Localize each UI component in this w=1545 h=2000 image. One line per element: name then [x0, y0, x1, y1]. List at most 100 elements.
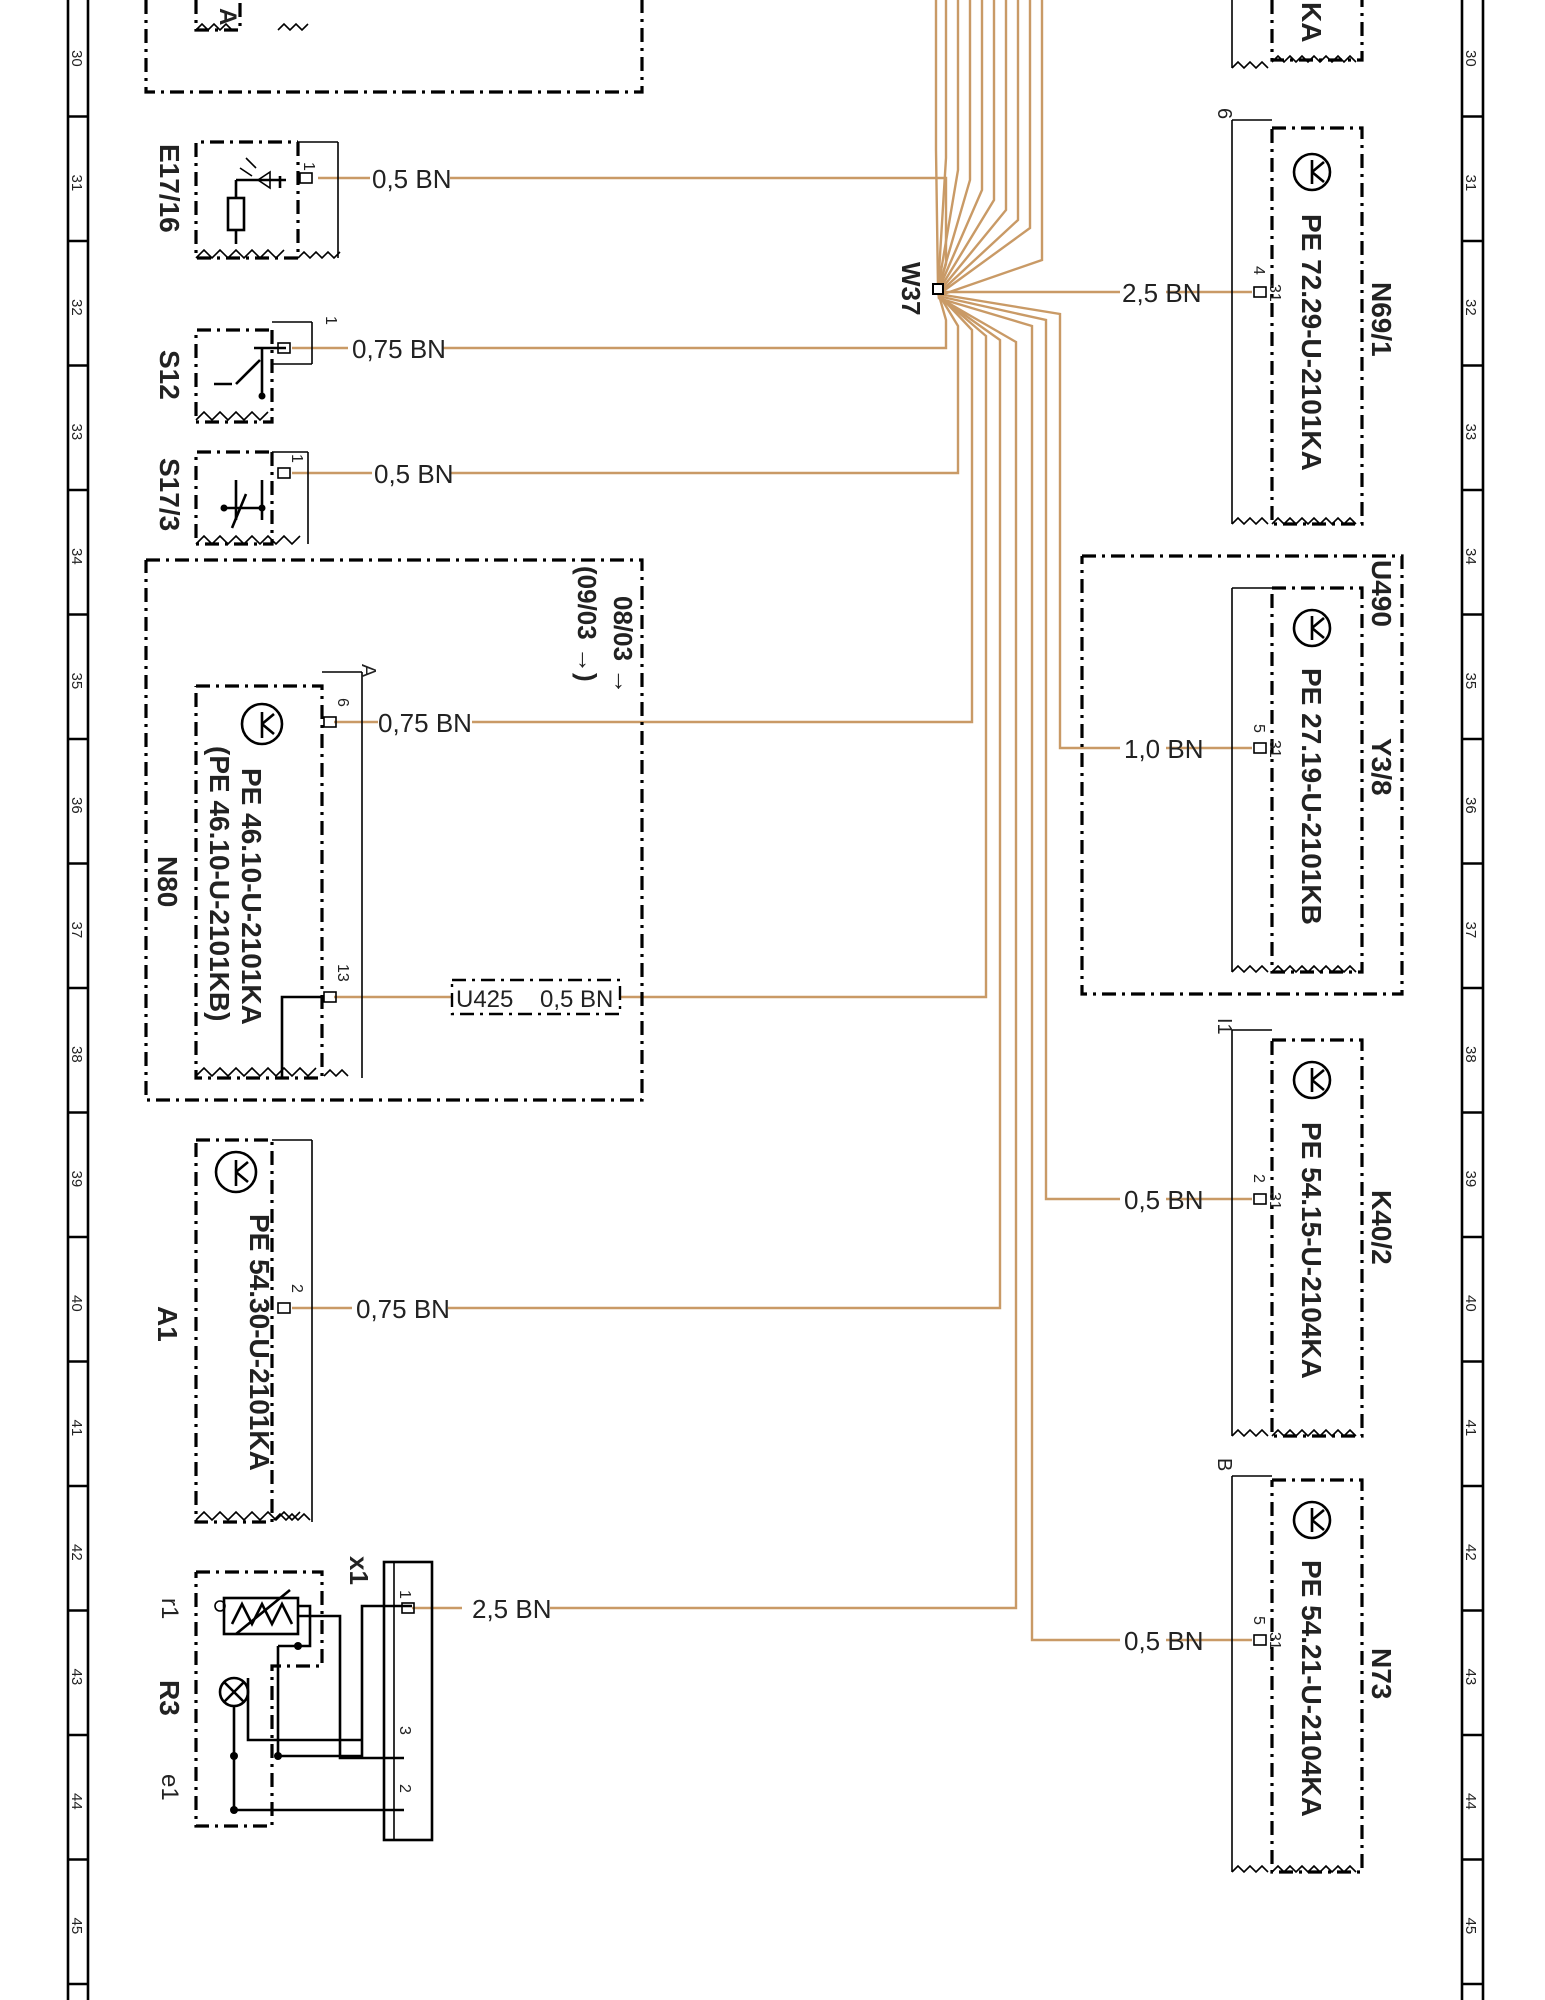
wire-bundle [934, 0, 1044, 298]
row-number-right: 44 [1462, 1793, 1479, 1810]
K40-2-connector: I1 [1213, 1018, 1235, 1035]
N73-connector: B [1213, 1458, 1235, 1471]
A1-pe-ref: PE 54.30-U-2101KA [244, 1214, 275, 1471]
row-number-right: 42 [1462, 1544, 1479, 1561]
row-number-right: 30 [1462, 50, 1479, 67]
A1-label: A1 [152, 1306, 183, 1342]
component-Y3-8: 5 31 U490 PE 27.19-U-2101KB Y3/8 1,0 BN [1080, 554, 1404, 996]
splice-label: W37 [896, 262, 926, 315]
component-E17-16: 1 E17/16 0,5 BN [154, 140, 452, 260]
K40-2-wire-label: 0,5 BN [1124, 1185, 1204, 1215]
component-R3: 1 3 2 x1 r1 e1 R3 2,5 BN [154, 1556, 552, 1842]
row-number-left: 36 [68, 797, 85, 814]
row-number-left: 42 [68, 1544, 85, 1561]
svg-text:A: A [214, 8, 241, 25]
N69-1-ground: 31 [1266, 284, 1283, 302]
right-ruler-ticks [1462, 115, 1483, 1986]
S17-3-label: S17/3 [154, 458, 185, 531]
E17-16-wire-label: 0,5 BN [372, 164, 452, 194]
row-number-right: 38 [1462, 1046, 1479, 1063]
row-number-left: 39 [68, 1171, 85, 1188]
row-number-left: 31 [68, 175, 85, 192]
S17-3-pin: 1 [288, 454, 305, 463]
K40-2-pin: 2 [1250, 1174, 1267, 1183]
N80-inline-connector: U425 [456, 986, 513, 1013]
N80-pin-6: 6 [334, 698, 351, 707]
wire-S12 [292, 291, 948, 350]
row-number-left: 43 [68, 1669, 85, 1686]
row-number-left: 35 [68, 673, 85, 690]
N80-pe-ref-2: (PE 46.10-U-2101KB) [204, 746, 235, 1021]
row-number-left: 37 [68, 922, 85, 939]
row-number-left: 32 [68, 299, 85, 316]
wire-N80-6 [334, 293, 974, 724]
N80-date-note-2: (09/03 →) [572, 566, 602, 682]
N80-pin-13: 13 [334, 964, 351, 982]
S12-wire-label: 0,75 BN [352, 334, 446, 364]
top-right-pe-ref: KA [1296, 2, 1327, 42]
row-number-left: 30 [68, 50, 85, 67]
N69-1-pe-ref: PE 72.29-U-2101KA [1296, 214, 1327, 471]
R3-label: R3 [154, 1680, 185, 1716]
Y3-8-pe-ref: PE 27.19-U-2101KB [1296, 668, 1327, 925]
row-number-left: 33 [68, 424, 85, 441]
row-number-right: 33 [1462, 424, 1479, 441]
row-number-right: 35 [1462, 673, 1479, 690]
wire-E17-16 [318, 176, 948, 291]
N80-label: N80 [152, 856, 183, 907]
row-number-left: 45 [68, 1918, 85, 1935]
left-ruler-ticks [68, 115, 88, 1986]
N69-1-label: N69/1 [1366, 282, 1397, 357]
component-A1: 2 PE 54.30-U-2101KA A1 0,75 BN [152, 1138, 450, 1524]
K40-2-pe-ref: PE 54.15-U-2104KA [1296, 1122, 1327, 1379]
left-ruler [66, 0, 90, 2000]
row-number-left: 41 [68, 1420, 85, 1437]
wire-K40-2 [937, 294, 1252, 1201]
N69-1-pin: 4 [1250, 266, 1267, 275]
K40-2-label: K40/2 [1366, 1190, 1397, 1265]
component-K40-2: 2 31 I1 PE 54.15-U-2104KA K40/2 0,5 BN [1124, 1018, 1397, 1438]
row-number-right: 34 [1462, 548, 1479, 565]
wire-N80-13 [334, 294, 988, 999]
wire-A1 [292, 295, 1002, 1310]
component-S12: 1 S12 0,75 BN [154, 316, 446, 424]
A1-pin: 2 [288, 1284, 305, 1293]
row-number-left: 38 [68, 1046, 85, 1063]
R3-pin-3: 3 [396, 1726, 413, 1735]
row-number-right: 41 [1462, 1420, 1479, 1437]
Y3-8-pin: 5 [1250, 724, 1267, 733]
E17-16-pin: 1 [300, 162, 317, 171]
N80-wire-13-label: 0,5 BN [540, 986, 613, 1013]
wire-N73 [937, 296, 1252, 1642]
N69-1-connector: 6 [1213, 108, 1235, 119]
component-S17-3: 1 S17/3 0,5 BN [154, 450, 454, 546]
R3-sub-r1: r1 [156, 1598, 183, 1619]
N80-pe-ref-1: PE 46.10-U-2101KA [236, 768, 267, 1025]
wire-S17-3 [292, 292, 960, 475]
N73-label: N73 [1366, 1648, 1397, 1699]
row-number-left: 44 [68, 1793, 85, 1810]
right-ruler [1460, 0, 1485, 2000]
splice-w37: W37 [896, 262, 944, 315]
Y3-8-option: U490 [1366, 560, 1397, 627]
S17-3-wire-label: 0,5 BN [374, 459, 454, 489]
K40-2-ground: 31 [1266, 1192, 1283, 1210]
N73-pin: 5 [1250, 1616, 1267, 1625]
S12-pin: 1 [322, 316, 339, 325]
row-number-right: 45 [1462, 1918, 1479, 1935]
R3-pin-2: 2 [396, 1784, 413, 1793]
N80-connector: A [357, 664, 379, 678]
N80-date-note-1: 08/03 → [608, 596, 638, 694]
E17-16-label: E17/16 [154, 144, 185, 233]
S12-label: S12 [154, 350, 185, 400]
row-number-right: 37 [1462, 922, 1479, 939]
row-number-right: 32 [1462, 299, 1479, 316]
N69-1-wire-label: 2,5 BN [1122, 278, 1202, 308]
row-number-right: 43 [1462, 1669, 1479, 1686]
N73-pe-ref: PE 54.21-U-2104KA [1296, 1560, 1327, 1817]
R3-wire-label: 2,5 BN [472, 1594, 552, 1624]
N73-ground: 31 [1266, 1632, 1283, 1650]
component-N73: 5 31 B PE 54.21-U-2104KA N73 0,5 BN [1124, 1458, 1397, 1874]
